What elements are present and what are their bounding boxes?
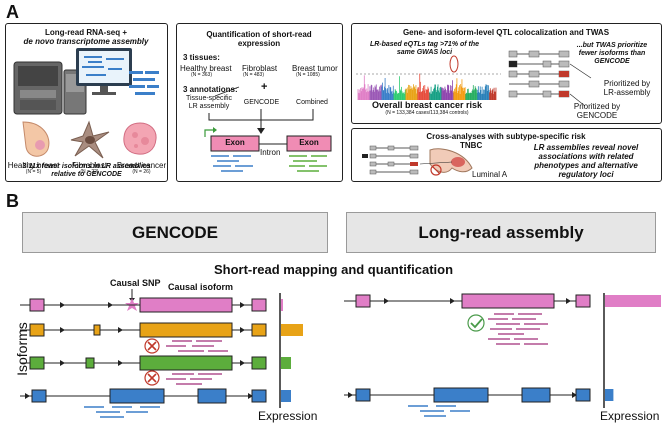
tissue-3-name: Breast cancer xyxy=(116,161,167,170)
highlighted-locus xyxy=(449,55,459,73)
twas-line1: ...but TWAS prioritize xyxy=(576,42,648,49)
tnbc-label: TNBC xyxy=(460,141,483,150)
expression-bar-pink xyxy=(605,295,661,307)
manhattan-label-line1: Overall breast cancer risk xyxy=(371,100,483,110)
monitor-icon xyxy=(76,48,132,95)
check-icon xyxy=(467,314,485,332)
twas-line2: fewer isoforms than xyxy=(578,50,646,57)
expression-bar-blue xyxy=(281,390,291,402)
tissue-2-name: Fibroblast xyxy=(71,161,108,170)
panel1-footnote-line2: relative to GENCODE xyxy=(51,171,122,178)
prioritized-gc-line2: GENCODE xyxy=(576,111,618,120)
panel1-footnote-line1: 3-11x fewer isoforms in LR assemblies xyxy=(22,163,151,170)
tissue-1-n: (N = 5) xyxy=(25,169,42,175)
tumor-icon xyxy=(123,122,157,155)
panel3-title: Gene- and isoform-level QTL colocalizati… xyxy=(402,28,610,37)
intron-label: Intron xyxy=(260,148,281,157)
sr-tissue-1-name: Healthy breast xyxy=(180,64,232,73)
expression-bar-pink xyxy=(281,299,283,311)
subtype-diagram xyxy=(362,145,473,176)
manhattan-label-line2: (N = 133,384 cases/113,384 controls) xyxy=(385,110,469,116)
sr-tissue-2-name: Fibroblast xyxy=(242,64,278,73)
annotation-2: GENCODE xyxy=(243,99,280,106)
annotation-3: Combined xyxy=(296,99,328,106)
panel-quantification: Quantification of short-read expression … xyxy=(176,23,343,182)
twas-isoform-tracks xyxy=(508,50,592,107)
tissue-3-n: (N = 26) xyxy=(132,169,151,175)
prioritized-gc-line1: Prioritized by xyxy=(573,102,621,111)
callout-line2: same GWAS loci xyxy=(396,49,453,56)
cross-icon-1 xyxy=(144,338,160,354)
tissues-heading: 3 tissues: xyxy=(183,53,220,62)
exon-intron-diagram xyxy=(204,127,332,172)
twas-line3: GENCODE xyxy=(594,58,630,65)
panel-label-b: B xyxy=(6,191,19,211)
sr-tissue-1-n: (N = 363) xyxy=(191,72,212,78)
plus-sign: + xyxy=(261,81,268,93)
gencode-expression-bars xyxy=(281,299,303,402)
causal-isoform-label: Causal isoform xyxy=(168,282,234,292)
annotation-1: Tissue-specific xyxy=(185,95,233,102)
panel4-text-line3: phenotypes and alternative xyxy=(534,161,638,170)
panel-subtype-risk: Cross-analyses with subtype-specific ris… xyxy=(351,128,662,182)
panel2-title-line1: Quantification of short-read xyxy=(206,30,312,39)
long-read-expression-bars xyxy=(605,295,661,401)
long-read-banner: Long-read assembly xyxy=(346,212,656,253)
expression-bar-green xyxy=(281,357,291,369)
tissue-1-name: Healthy breast xyxy=(7,161,60,170)
expression-label-right: Expression xyxy=(600,409,660,423)
expression-bar-orange xyxy=(281,324,303,336)
exon-label-1: Exon xyxy=(225,138,245,147)
sr-tissue-3-name: Breast tumor xyxy=(292,64,338,73)
panel1-title-line2: de novo transcriptome assembly xyxy=(23,37,149,46)
luminal-label: Luminal A xyxy=(472,170,508,179)
panel4-title: Cross-analyses with subtype-specific ris… xyxy=(426,132,586,141)
tissue-2-n: (N = 22) xyxy=(80,169,99,175)
panel4-text-line2: associations with related xyxy=(538,152,634,161)
gencode-banner: GENCODE xyxy=(22,212,328,253)
panel4-text-line4: regulatory loci xyxy=(558,170,614,179)
expression-label-left: Expression xyxy=(258,409,318,423)
panel1-title-line1: Long-read RNA-seq + xyxy=(44,28,127,37)
panel2-title-line2: expression xyxy=(237,39,281,48)
exon-label-2: Exon xyxy=(299,138,319,147)
panel-label-a: A xyxy=(6,2,19,22)
manhattan-plot xyxy=(356,55,501,100)
sr-tissue-3-n: (N = 1085) xyxy=(296,72,320,78)
breast-icon xyxy=(22,121,50,157)
part-b-subtitle: Short-read mapping and quantification xyxy=(213,262,454,277)
annotations-heading: 3 annotations: xyxy=(183,85,238,94)
sr-tissue-2-n: (N = 483) xyxy=(243,72,264,78)
annotation-merge-arrows xyxy=(208,86,314,134)
expression-bar-blue xyxy=(605,389,614,401)
reads-icon xyxy=(129,71,159,95)
panel4-text-line1: LR assemblies reveal novel xyxy=(533,143,639,152)
panel-long-read-sequencing: Long-read RNA-seq + de novo transcriptom… xyxy=(5,23,168,182)
prioritized-lr-line2: LR-assembly xyxy=(603,88,651,97)
callout-line1: LR-based eQTLs tag >71% of the xyxy=(369,41,480,48)
fibroblast-icon xyxy=(70,120,110,159)
panel-qtl-twas: Gene- and isoform-level QTL colocalizati… xyxy=(351,23,662,124)
causal-snp-label: Causal SNP xyxy=(110,278,161,288)
prioritized-lr-line1: Prioritized by xyxy=(603,79,651,88)
annotation-1b: LR assembly xyxy=(188,103,230,110)
cross-icon-2 xyxy=(144,370,160,386)
